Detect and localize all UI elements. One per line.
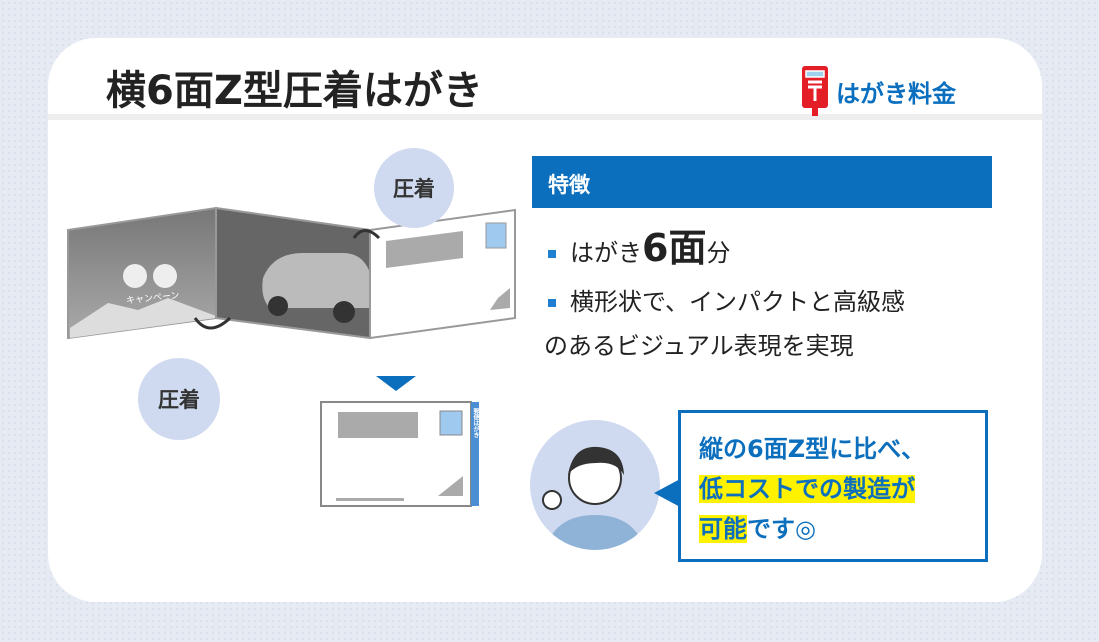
fold-arrow-icon [193, 316, 232, 330]
mountain-shape [70, 298, 216, 338]
circle-mark [153, 264, 177, 288]
postcard-side-label: 郵便はがき [472, 408, 479, 438]
circle-mark [123, 264, 147, 288]
postbox-icon [802, 66, 828, 116]
down-arrow-icon [376, 376, 416, 391]
features-heading: 特徴 [532, 156, 992, 208]
feature-bullet: はがき6面分 [548, 226, 730, 275]
postcard-illustration: キャンペーン [67, 206, 516, 507]
person-avatar [530, 420, 660, 550]
header: 横6面Z型圧着はがき はがき料金 [48, 38, 1042, 120]
bubble-bottom: 圧着 [138, 358, 220, 440]
bubble-top: 圧着 [374, 148, 454, 228]
page-title: 横6面Z型圧着はがき [106, 68, 483, 114]
content-card: 横6面Z型圧着はがき はがき料金 キャンペーン 郵便はがき 圧着 圧着 特徴 は… [48, 38, 1042, 602]
speech-pointer [654, 478, 682, 508]
speech-box: 縦の6面Z型に比べ、 低コストでの製造が 可能です◎ [678, 410, 988, 562]
fold-arrow-icon [352, 229, 381, 240]
postcard-fee-link[interactable]: はがき料金 [802, 66, 956, 116]
car-shape [262, 253, 370, 308]
postcard-side-strip [471, 402, 479, 506]
feature-bullet: 横形状で、インパクトと高級感のあるビジュアル表現を実現 [544, 288, 906, 360]
